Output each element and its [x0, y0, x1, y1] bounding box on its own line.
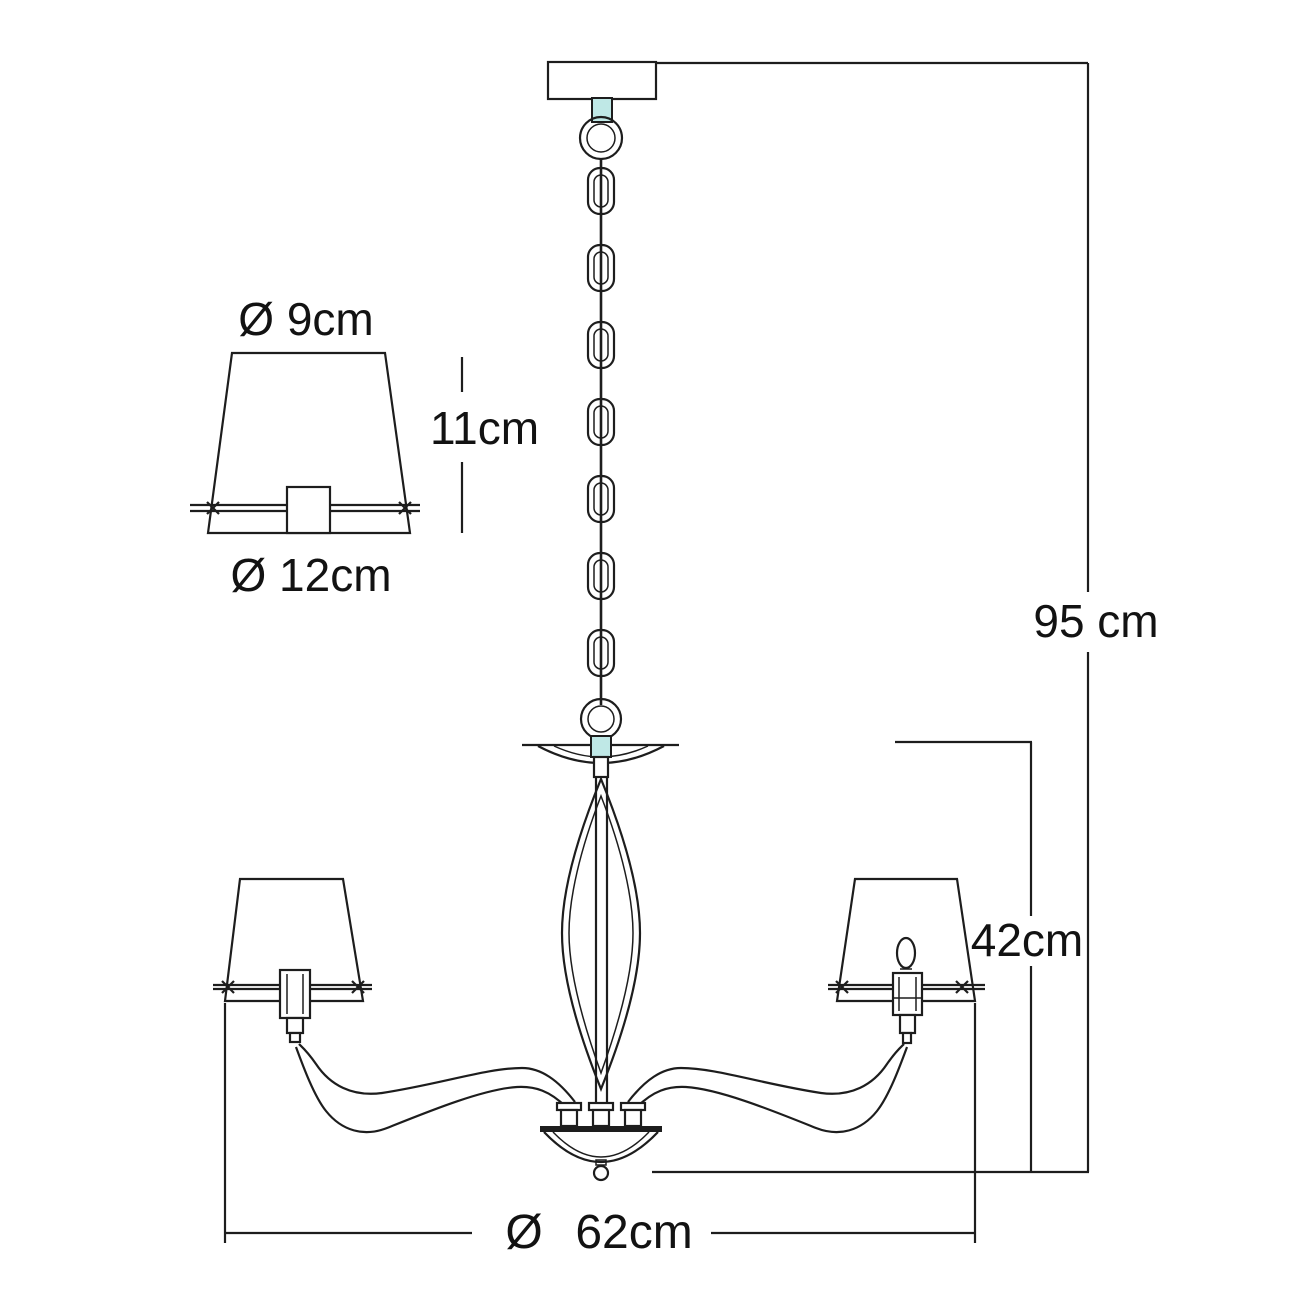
left-socket-tip — [288, 1031, 302, 1044]
left-shade-assembly — [213, 877, 372, 1044]
shade-detail-drawing: Ø 9cm 11cm Ø 12cm — [190, 293, 539, 601]
left-shade-outline — [223, 877, 365, 1003]
suspension-chain — [586, 158, 616, 705]
left-socket-neck — [285, 1016, 305, 1035]
left-lamp-socket — [278, 968, 312, 1020]
dimension-annotations: 95 cm 42cm Ø 62cm — [223, 61, 1159, 1259]
bottom-bowl-inner — [552, 1131, 650, 1158]
bottom-ring-inner — [587, 705, 615, 733]
center-column — [560, 776, 642, 1104]
arm-socket — [623, 1108, 643, 1128]
ceiling-plate — [546, 60, 658, 101]
ceiling-connector — [591, 97, 613, 123]
bulb — [895, 936, 917, 970]
right-arm — [627, 1043, 909, 1134]
detail-shade-fitter — [190, 500, 420, 516]
stem-socket — [591, 1108, 611, 1128]
right-shade-assembly — [828, 877, 985, 1045]
canopy-connector — [590, 735, 612, 758]
detail-top-diameter-label: Ø 9cm — [238, 293, 373, 345]
detail-shade-outline — [206, 351, 412, 535]
right-lamp-socket — [891, 971, 924, 1017]
stem-cap — [592, 755, 610, 779]
left-arm — [294, 1043, 576, 1134]
diameter-value-label: 62cm — [575, 1206, 692, 1259]
overall-height-label: 95 cm — [1033, 595, 1158, 647]
marquise-body-inner — [568, 793, 634, 1076]
diameter-symbol: Ø — [505, 1206, 542, 1259]
detail-shade-socket-hole — [285, 485, 332, 535]
body-height-label: 42cm — [971, 914, 1083, 966]
chandelier-drawing — [213, 60, 985, 1182]
finial-knob — [592, 1164, 610, 1182]
hub-plate — [540, 1126, 662, 1132]
detail-bottom-diameter-label: Ø 12cm — [230, 549, 391, 601]
bottom-hub — [540, 1101, 662, 1182]
right-socket-tip — [901, 1031, 913, 1045]
right-socket-neck — [898, 1013, 917, 1035]
detail-height-label: 11cm — [430, 402, 539, 454]
marquise-body-outer — [560, 776, 642, 1092]
top-ring-inner — [586, 123, 616, 153]
arm-socket — [559, 1108, 579, 1128]
bottom-bowl-outer — [543, 1131, 659, 1163]
